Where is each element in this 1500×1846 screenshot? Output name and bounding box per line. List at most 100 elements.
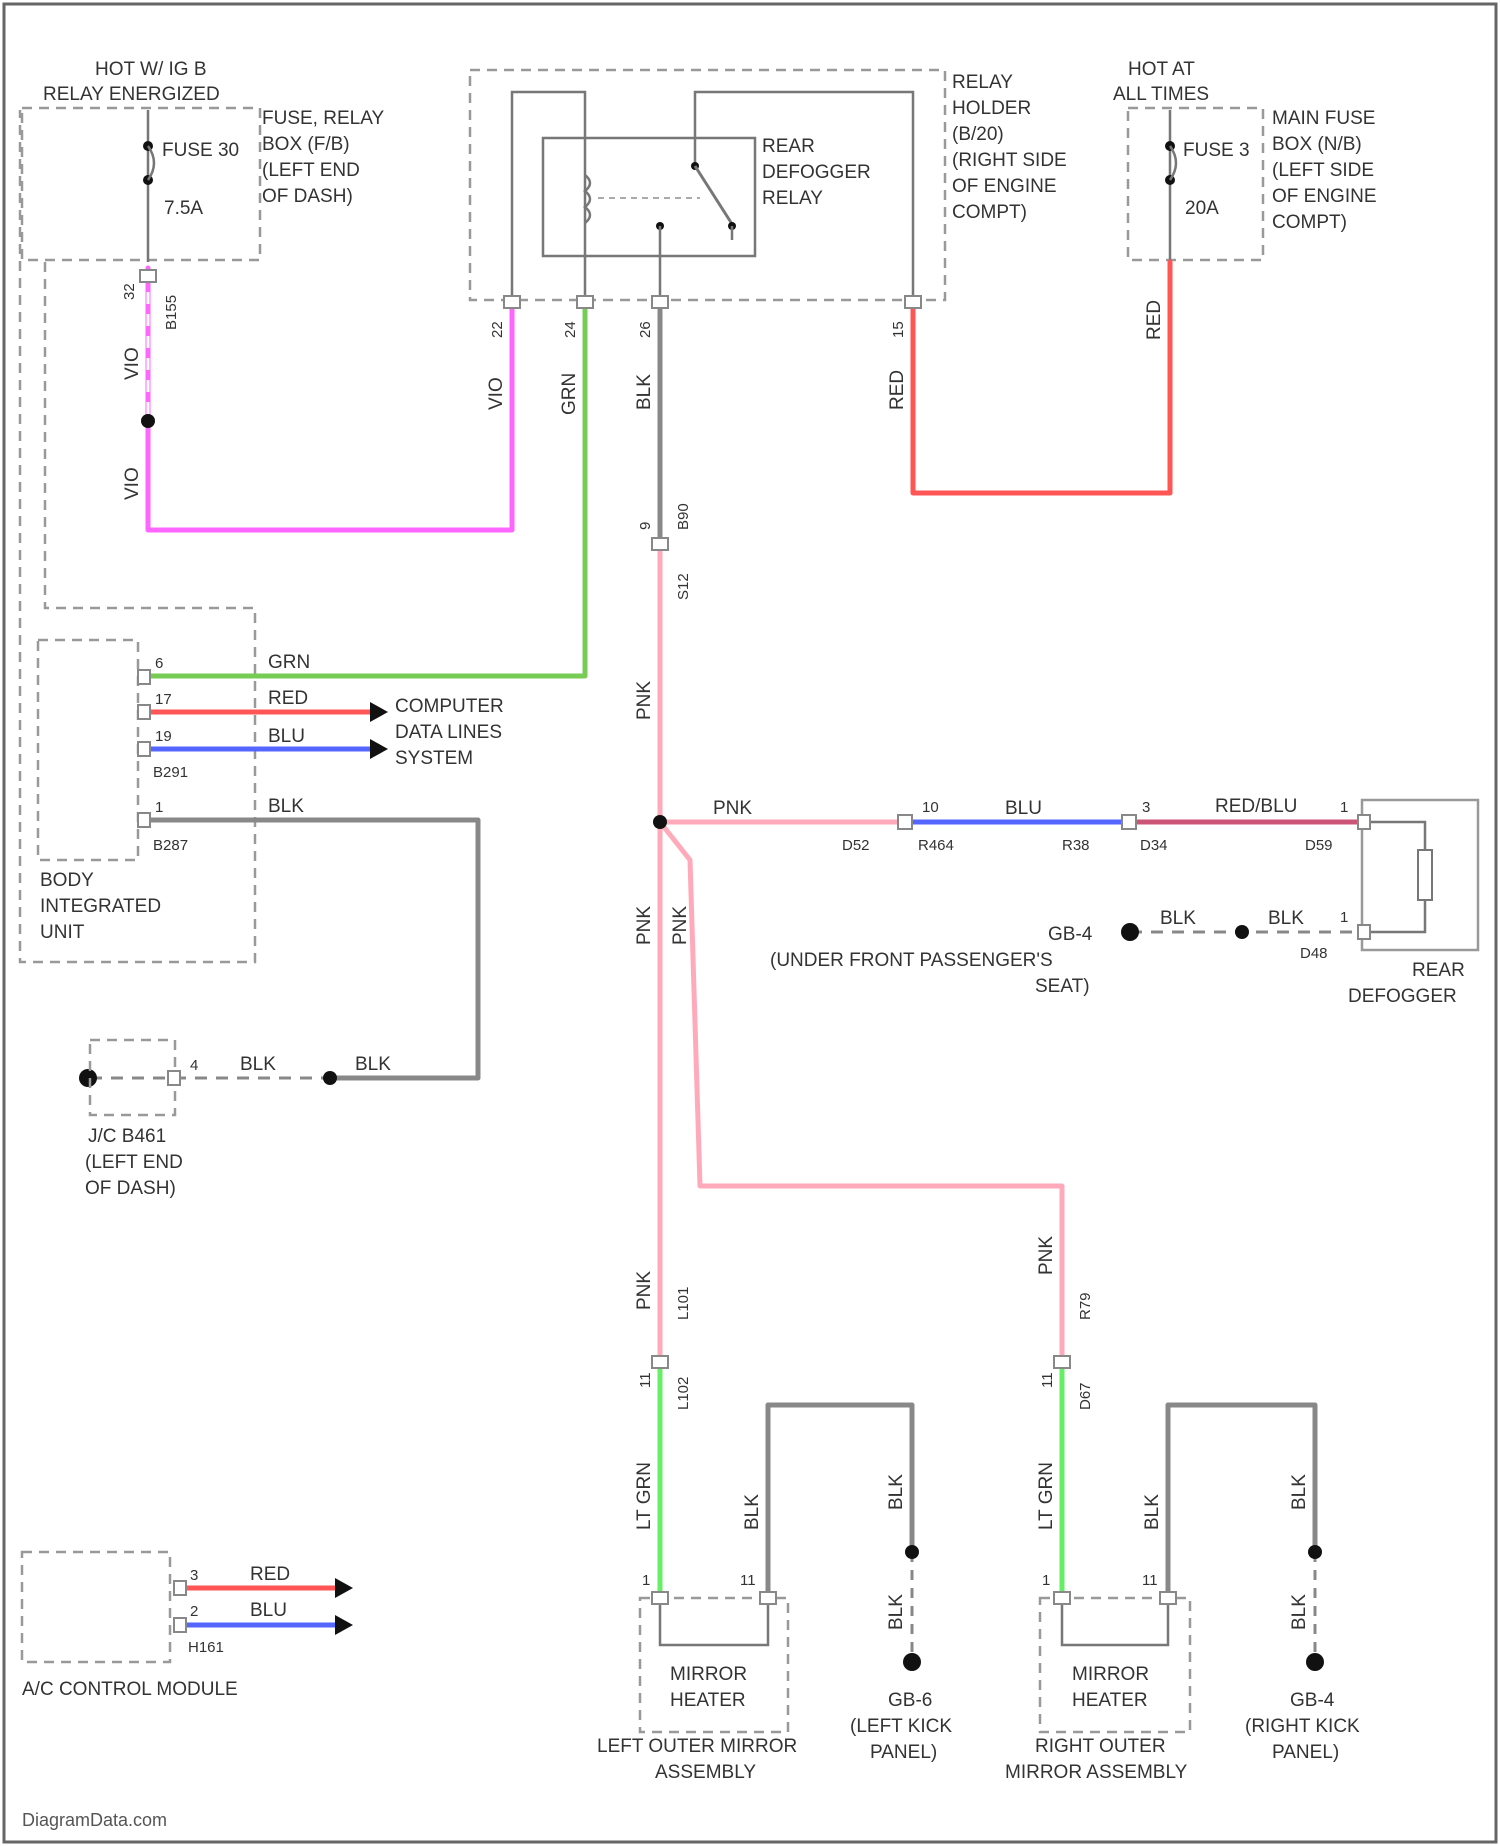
wire-label-blk-2: BLK: [268, 796, 304, 817]
fuse-30-amp: 7.5A: [164, 198, 203, 219]
main-fuse-box-outline: [1128, 108, 1263, 260]
pin-15: 15: [890, 321, 907, 338]
conn-r38: R38: [1062, 837, 1090, 854]
conn-d67: D67: [1077, 1382, 1094, 1410]
fuse-relay-box-label-4: OF DASH): [262, 186, 353, 207]
conn-b287: B287: [153, 837, 188, 854]
pin-6: 6: [155, 655, 163, 672]
wire-label-ltgrn-2: LT GRN: [1036, 1462, 1057, 1530]
main-fuse-box-label-1: MAIN FUSE: [1272, 108, 1375, 129]
jc-label-1: J/C B461: [88, 1126, 166, 1147]
wire-label-grn-2: GRN: [268, 652, 310, 673]
relay-holder-label-1: RELAY: [952, 72, 1013, 93]
conn-r464: R464: [918, 837, 954, 854]
main-fuse-box-label-3: (LEFT SIDE: [1272, 160, 1374, 181]
left-ground-label-3: PANEL): [870, 1742, 937, 1763]
pin-1-defogger-a: 1: [1340, 799, 1348, 816]
pin-22: 22: [489, 321, 506, 338]
relay-holder-label-6: COMPT): [952, 202, 1027, 223]
wire-label-pnk-3: PNK: [634, 906, 655, 945]
pin-2-ac: 2: [190, 1603, 198, 1620]
right-heater-label-2: HEATER: [1072, 1690, 1148, 1711]
right-heater-label-1: MIRROR: [1072, 1664, 1149, 1685]
rear-defogger-relay-label-3: RELAY: [762, 188, 823, 209]
conn-h161: H161: [188, 1639, 224, 1656]
wire-label-pnk-1: PNK: [634, 681, 655, 720]
conn-d52: D52: [842, 837, 870, 854]
conn-b90: B90: [675, 503, 692, 530]
right-ground-label-3: PANEL): [1272, 1742, 1339, 1763]
pin-11-right-mirror: 11: [1142, 1572, 1158, 1589]
ac-module-label: A/C CONTROL MODULE: [22, 1679, 238, 1700]
wire-label-vio-1: VIO: [122, 347, 143, 380]
wire-label-red-1: RED: [887, 370, 908, 410]
relay-holder-label-5: OF ENGINE: [952, 176, 1057, 197]
wire-label-blk-7: BLK: [742, 1494, 763, 1530]
left-ground-label-1: GB-6: [888, 1690, 932, 1711]
fuse-relay-box-label-3: (LEFT END: [262, 160, 360, 181]
defogger-element-wire: [1370, 822, 1425, 932]
pin-1: 1: [155, 799, 163, 816]
grn-wire: [145, 305, 585, 676]
wire-label-redblu: RED/BLU: [1215, 796, 1297, 817]
body-unit-label-1: BODY: [40, 870, 94, 891]
fuse-30-block: HOT W/ IG B RELAY ENERGIZED FUSE 30 7.5A…: [22, 59, 384, 262]
red-wire-fuse: [913, 262, 1170, 493]
pin-4: 4: [190, 1057, 198, 1074]
conn-d34: D34: [1140, 837, 1168, 854]
fuse-relay-box-label-2: BOX (F/B): [262, 134, 350, 155]
wire-label-blk-4: BLK: [355, 1054, 391, 1075]
hot-all-label-2: ALL TIMES: [1113, 84, 1209, 105]
wire-label-pnk-2: PNK: [713, 798, 752, 819]
fuse-relay-box-label-1: FUSE, RELAY: [262, 108, 384, 129]
pin-24: 24: [562, 321, 579, 338]
relay-coil-wire: [512, 92, 585, 300]
conn-l101: L101: [675, 1287, 692, 1320]
fuse-3-label: FUSE 3: [1183, 140, 1250, 161]
pin-19: 19: [155, 728, 172, 745]
terminals: [138, 270, 1370, 1632]
pin-3-ac: 3: [190, 1567, 198, 1584]
wire-label-vio-3: VIO: [486, 377, 507, 410]
conn-r79: R79: [1077, 1292, 1094, 1320]
wire-label-blk-11: BLK: [886, 1594, 907, 1630]
pin-1-defogger-b: 1: [1340, 909, 1348, 926]
pin-26: 26: [637, 321, 654, 338]
main-fuse-box-label-5: COMPT): [1272, 212, 1347, 233]
wire-label-red-4: RED: [250, 1564, 290, 1585]
body-unit-inner-outline: [38, 640, 138, 860]
right-ground-label-1: GB-4: [1290, 1690, 1335, 1711]
relay-holder-label-3: (B/20): [952, 124, 1004, 145]
wire-label-red-2: RED: [1144, 300, 1165, 340]
relay-holder-block: RELAY HOLDER (B/20) (RIGHT SIDE OF ENGIN…: [470, 70, 1067, 300]
pnk-wire-right-mirror: [660, 822, 1062, 1360]
left-ground-label-2: (LEFT KICK: [850, 1716, 952, 1737]
pin-9: 9: [637, 522, 654, 530]
pin-1-right-mirror: 1: [1042, 1572, 1050, 1589]
computer-data-label-3: SYSTEM: [395, 748, 473, 769]
left-heater-label-1: MIRROR: [670, 1664, 747, 1685]
computer-data-label-2: DATA LINES: [395, 722, 502, 743]
body-unit-label-2: INTEGRATED: [40, 896, 161, 917]
body-unit-label-3: UNIT: [40, 922, 85, 943]
wire-label-blu-1: BLU: [1005, 798, 1042, 819]
brand-watermark: DiagramData.com: [22, 1810, 167, 1830]
main-fuse-box-label-2: BOX (N/B): [1272, 134, 1362, 155]
computer-data-label-1: COMPUTER: [395, 696, 504, 717]
ground-seat-label-1: GB-4: [1048, 924, 1093, 945]
wire-label-blk-8: BLK: [886, 1474, 907, 1510]
right-mirror-label-2: MIRROR ASSEMBLY: [1005, 1762, 1188, 1783]
fuse-30-label: FUSE 30: [162, 140, 239, 161]
ac-module-outline: [22, 1552, 170, 1662]
left-heater-element: [660, 1605, 768, 1645]
main-fuse-box-label-4: OF ENGINE: [1272, 186, 1377, 207]
wire-label-blk-10: BLK: [1289, 1474, 1310, 1510]
pin-10: 10: [922, 799, 939, 816]
pin-32: 32: [121, 283, 138, 300]
wire-label-pnk-4: PNK: [670, 906, 691, 945]
hot-relay-label-1: HOT W/ IG B: [95, 59, 207, 80]
conn-l102: L102: [675, 1377, 692, 1410]
wire-label-grn-1: GRN: [559, 373, 580, 415]
wire-label-blu-2: BLU: [268, 726, 305, 747]
